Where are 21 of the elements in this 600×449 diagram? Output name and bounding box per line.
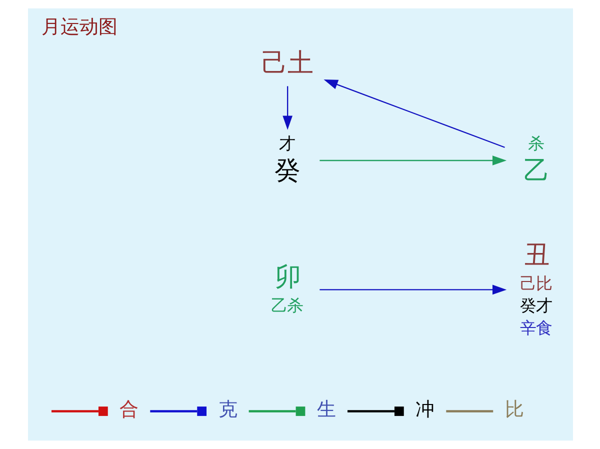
node-text: 癸	[274, 156, 300, 186]
legend-label: 冲	[415, 400, 434, 421]
node-text: 己土	[261, 48, 314, 78]
node-label: 乙杀	[270, 296, 303, 316]
node-label: 辛食	[520, 318, 552, 338]
legend-label: 合	[119, 400, 138, 421]
node-label: 才	[278, 134, 294, 153]
legend-label: 生	[316, 400, 336, 421]
legend-label: 克	[218, 400, 237, 421]
arrow	[319, 284, 506, 295]
legend-label: 比	[504, 400, 524, 421]
node-text: 乙	[523, 156, 550, 186]
arrow	[282, 86, 292, 130]
diagram-title: 月运动图	[41, 16, 118, 38]
node-text: 卯	[274, 262, 301, 293]
arrow	[323, 79, 504, 148]
node-text: 丑	[524, 240, 550, 270]
node-label: 癸才	[520, 296, 552, 316]
node-label: 杀	[527, 134, 544, 153]
node-label: 己比	[520, 274, 552, 293]
arrow	[319, 156, 506, 166]
